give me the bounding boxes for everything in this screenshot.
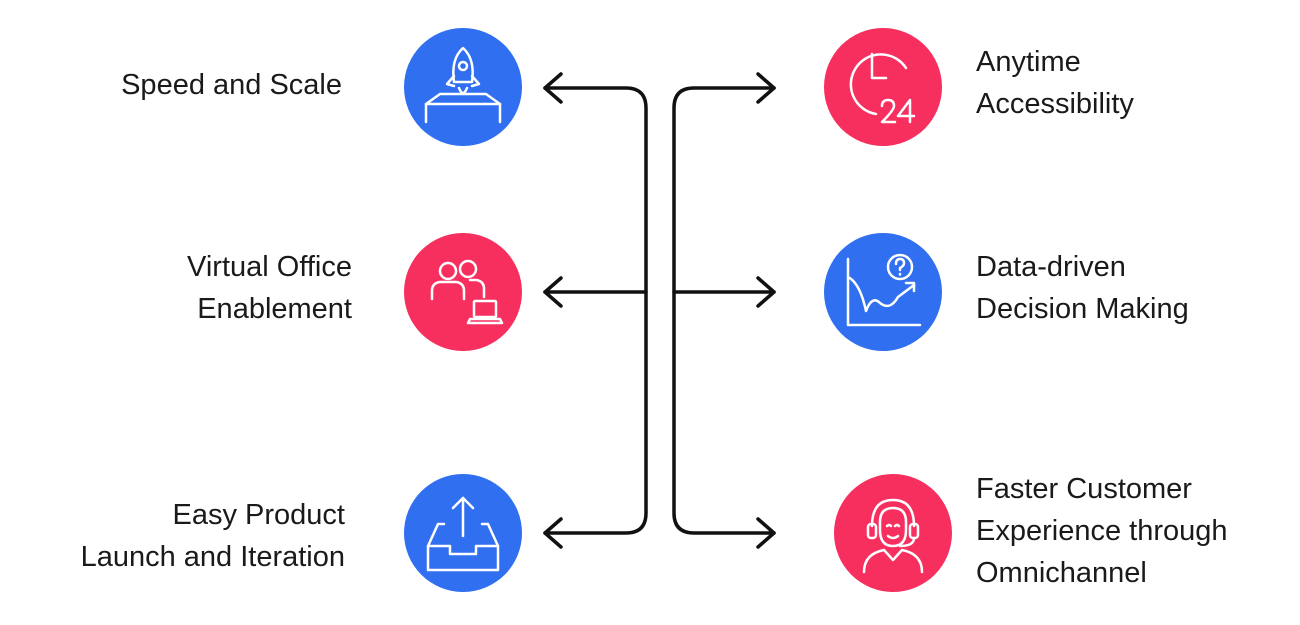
arrow-to-data-driven — [756, 276, 776, 308]
upload-tray-icon — [426, 496, 500, 572]
right-item-circle-faster-customer — [834, 474, 952, 592]
right-item-label-data-driven: Data-driven Decision Making — [976, 251, 1189, 325]
clock-24-icon — [849, 52, 916, 124]
rocket-icon — [424, 46, 502, 124]
right-item-circle-data-driven — [824, 233, 942, 351]
support-agent-icon — [862, 498, 924, 574]
arrow-to-anytime-accessibility — [756, 72, 776, 104]
left-item-label-virtual-office: Virtual Office Enablement — [187, 251, 352, 325]
left-item-circle-speed — [404, 28, 522, 146]
left-item-circle-easy-product — [404, 474, 522, 592]
right-connector-trunk — [672, 86, 776, 535]
left-connector-trunk — [543, 86, 648, 535]
arrow-to-virtual-office — [543, 276, 563, 308]
chart-question-icon — [846, 253, 922, 327]
right-item-label-anytime: Anytime Accessibility — [976, 46, 1134, 120]
users-laptop-icon — [430, 259, 504, 325]
right-item-label-faster-customer: Faster Customer Experience through Omnic… — [976, 473, 1228, 589]
left-item-circle-virtual-office — [404, 233, 522, 351]
arrow-to-speed-and-scale — [543, 72, 563, 104]
left-item-label-speed: Speed and Scale — [121, 69, 342, 101]
left-item-label-easy-product: Easy Product Launch and Iteration — [80, 499, 345, 573]
right-item-circle-anytime — [824, 28, 942, 146]
arrow-to-easy-product — [543, 517, 563, 549]
arrow-to-faster-customer — [756, 517, 776, 549]
